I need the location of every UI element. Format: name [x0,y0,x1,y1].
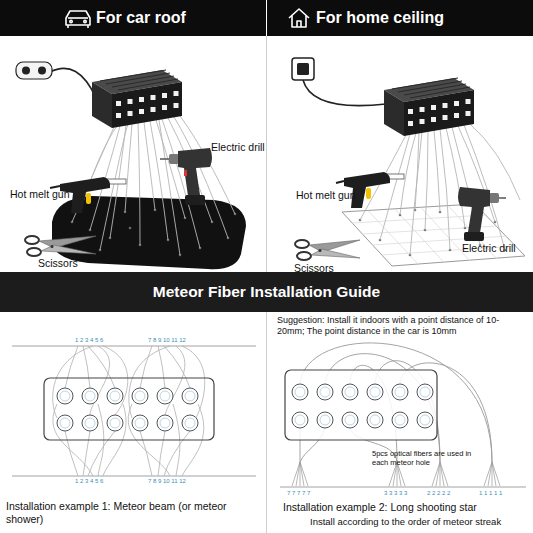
example-caption: Installation example 1: Meteor beam (or … [6,500,264,525]
ceiling-illustration [292,58,525,266]
band-title: For home ceiling [316,9,444,27]
divider-line [266,312,267,533]
fiber-number: 1 2 3 4 5 6 [75,478,103,485]
fiber-number: 1 1 1 1 1 [479,490,502,497]
example-caption: Install according to the order of meteor… [310,516,501,527]
tool-label: Scissors [294,262,334,275]
fiber-number: 7 8 9 10 11 12 [148,478,186,485]
car-roof-illustration [16,62,246,269]
fiber-number: 7 7 7 7 7 [287,490,310,497]
fiber-number: 1 2 3 4 5 6 [75,337,103,344]
header-band: For car roof [0,0,266,36]
tool-label: Scissors [38,257,78,270]
tool-label: Electric drill [462,242,516,255]
fiber-number: 2 2 2 2 2 [427,490,450,497]
example-1-diagram [12,346,256,476]
example-caption: Installation example 2: Long shooting st… [283,501,477,514]
fiber-number: 7 8 9 10 11 12 [148,337,186,344]
fiber-number: 3 3 3 3 3 [384,490,407,497]
tool-label: Electric drill [211,141,265,154]
example-2-diagram [280,343,526,487]
scissors [25,236,96,256]
band-title: For car roof [96,9,186,27]
electric-drill [458,187,506,241]
tool-label: Hot melt gun [296,189,356,202]
band-title: Meteor Fiber Installation Guide [153,283,380,301]
header-band: For home ceiling [267,0,533,36]
electric-drill [160,148,212,205]
suggestion-note: Suggestion: Install it indoors with a po… [277,315,525,337]
scissors [295,240,360,260]
tool-label: Hot melt gun [10,188,70,201]
fiber-note: 5pcs optical fibers are used in each met… [372,449,476,467]
section-band: Meteor Fiber Installation Guide [0,272,533,312]
divider-line [266,36,267,272]
